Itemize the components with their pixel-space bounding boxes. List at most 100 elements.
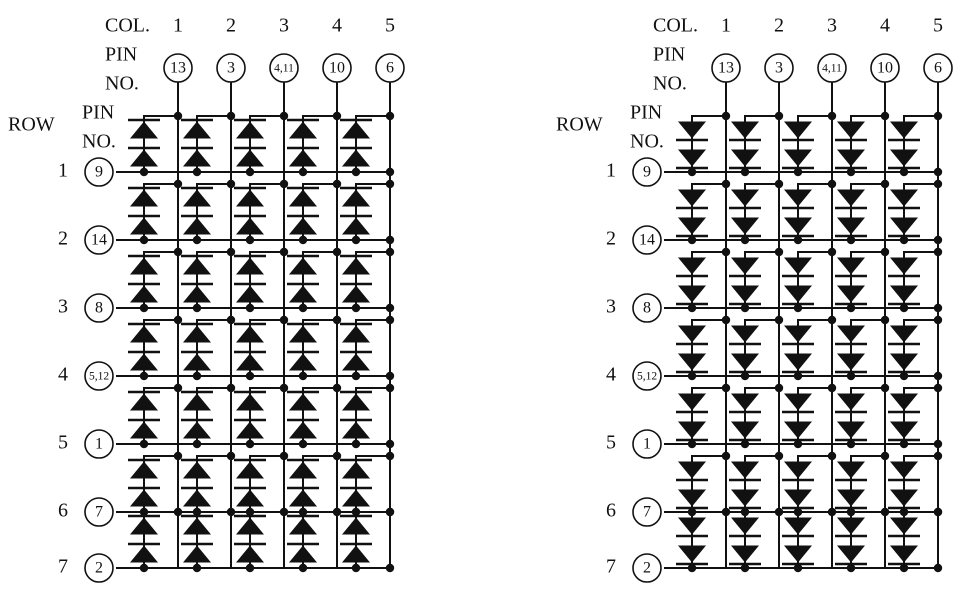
column-2: 23 (764, 15, 794, 569)
column-junction-dot (173, 507, 183, 517)
row-junction-dot (298, 235, 308, 245)
column-junction-dot (226, 451, 236, 461)
led-cell-r6-c4 (835, 451, 890, 517)
column-junction-dot (226, 247, 236, 257)
diode-triangle (130, 325, 158, 343)
row-pin-circle[interactable] (632, 553, 662, 583)
row-pin-circle[interactable] (84, 429, 114, 459)
column-junction-dot (385, 315, 395, 325)
row-junction-dot (793, 167, 803, 177)
row-junction-dot (139, 439, 149, 449)
diode-triangle (289, 257, 317, 275)
row-column-corner-dot (385, 563, 395, 573)
column-junction-dot (332, 383, 342, 393)
column-pin-label: 13 (170, 60, 186, 77)
row-junction-dot (687, 167, 697, 177)
column-junction-dot (880, 507, 890, 517)
column-pin-circle[interactable] (923, 53, 953, 83)
row-pin-circle[interactable] (632, 497, 662, 527)
column-junction-dot (721, 383, 731, 393)
row-pin-circle[interactable] (632, 361, 662, 391)
led-cell-r5-c1 (128, 383, 183, 449)
row-pin-label: 8 (95, 300, 103, 317)
row-pin-circle[interactable] (84, 497, 114, 527)
diode-triangle (837, 149, 865, 167)
row-junction-dot (793, 303, 803, 313)
row-pin-circle[interactable] (632, 429, 662, 459)
row-pin-circle[interactable] (84, 157, 114, 187)
column-junction-dot (774, 247, 784, 257)
column-junction-dot (385, 383, 395, 393)
diode-triangle (342, 149, 370, 167)
led-cell-r2-c3 (234, 179, 289, 245)
column-pin-circle[interactable] (764, 53, 794, 83)
column-pin-circle[interactable] (269, 53, 299, 83)
column-pin-circle[interactable] (322, 53, 352, 83)
row-index: 1 (606, 160, 616, 182)
led-cell-r7-c3 (782, 507, 837, 573)
diode-triangle (837, 121, 865, 139)
row-pin-circle[interactable] (632, 157, 662, 187)
diode-triangle (837, 217, 865, 235)
column-index: 4 (332, 15, 342, 37)
row-word-label: ROW (556, 114, 603, 136)
column-5: 56 (923, 15, 953, 569)
led-cell-r4-c2 (181, 315, 236, 381)
diode-triangle (678, 353, 706, 371)
diode-triangle (130, 217, 158, 235)
diode-triangle (130, 545, 158, 563)
column-pin-circle[interactable] (870, 53, 900, 83)
row-junction-dot (899, 371, 909, 381)
column-pin-label: 4,11 (274, 63, 294, 75)
row-column-corner-dot (385, 303, 395, 313)
diode-triangle (784, 189, 812, 207)
row-pin-circle[interactable] (632, 293, 662, 323)
diode-triangle (678, 285, 706, 303)
diode-triangle (342, 545, 370, 563)
diode-triangle (890, 217, 918, 235)
row-pin-circle[interactable] (84, 293, 114, 323)
row-junction-dot (351, 371, 361, 381)
diode-triangle (890, 421, 918, 439)
led-cell-r6-c3 (782, 451, 837, 517)
diode-triangle (289, 217, 317, 235)
diode-triangle (183, 461, 211, 479)
diode-triangle (289, 353, 317, 371)
row-junction-dot (740, 167, 750, 177)
row-pin-circle[interactable] (84, 361, 114, 391)
diode-triangle (183, 189, 211, 207)
column-pin-circle[interactable] (375, 53, 405, 83)
led-cell-r2-c5 (888, 179, 943, 245)
column-pin-circle[interactable] (711, 53, 741, 83)
diode-triangle (890, 353, 918, 371)
row-junction-dot (351, 167, 361, 177)
column-index: 1 (721, 15, 731, 37)
led-cell-r4-c5 (888, 315, 943, 381)
column-junction-dot (827, 247, 837, 257)
led-cell-r3-c1 (676, 247, 731, 313)
row-pin-circle[interactable] (84, 553, 114, 583)
column-pin-label: 4,11 (822, 63, 842, 75)
diode-triangle (342, 353, 370, 371)
column-pin-circle[interactable] (163, 53, 193, 83)
column-pin-circle[interactable] (817, 53, 847, 83)
row-junction-dot (192, 439, 202, 449)
row-pin-circle[interactable] (632, 225, 662, 255)
diode-triangle (183, 421, 211, 439)
diode-triangle (236, 353, 264, 371)
column-pin-circle[interactable] (216, 53, 246, 83)
led-cell-r4-c4 (835, 315, 890, 381)
diode-triangle (183, 489, 211, 507)
diode-triangle (890, 325, 918, 343)
led-cell-r3-c1 (128, 247, 183, 313)
row-junction-dot (298, 303, 308, 313)
row-junction-dot (192, 371, 202, 381)
row-index: 2 (58, 228, 68, 250)
led-cell-r5-c5 (340, 383, 395, 449)
led-cell-r6-c2 (729, 451, 784, 517)
row-junction-dot (846, 439, 856, 449)
column-junction-dot (933, 315, 943, 325)
led-cell-r3-c3 (234, 247, 289, 313)
diode-triangle (784, 257, 812, 275)
row-pin-circle[interactable] (84, 225, 114, 255)
